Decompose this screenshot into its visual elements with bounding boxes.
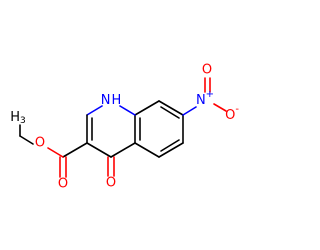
bond-c4-c4a [110, 142, 136, 158]
atom-o-ester-carbonyl: O [58, 177, 68, 192]
atom-methyl: H3 [10, 110, 26, 127]
bond-c7-n-nitro [182, 106, 197, 116]
bond-c3-c-ester [62, 142, 88, 158]
bond-c6-c5-inner [160, 139, 180, 152]
bond-c5-c4a [134, 142, 160, 158]
bond-nitro-o-bottom [213, 103, 227, 112]
atom-o-nitro-top: O [202, 63, 212, 78]
bond-c8-c7-inner [160, 106, 180, 119]
atom-n-nitro: N+ [196, 89, 214, 108]
atom-o-ester-ether: O [35, 136, 45, 151]
bond-c8-c7 [158, 100, 184, 116]
bond-o-ether-ch2 [19, 135, 34, 145]
bond-c8a-c8 [134, 100, 160, 116]
bond-n1-c2 [86, 105, 103, 116]
atom-o-nitro-bottom: O- [225, 104, 239, 123]
bond-c-ester-o-ether [47, 147, 64, 158]
atom-o-ketone: O [106, 176, 116, 191]
bond-c3-c4 [86, 142, 112, 158]
atom-n1: NH [101, 93, 122, 108]
bond-c8a-n1 [119, 105, 136, 116]
bond-c6-c5 [158, 142, 184, 158]
chemical-structure: NH N+ O O- O O O H3 [10, 63, 239, 192]
